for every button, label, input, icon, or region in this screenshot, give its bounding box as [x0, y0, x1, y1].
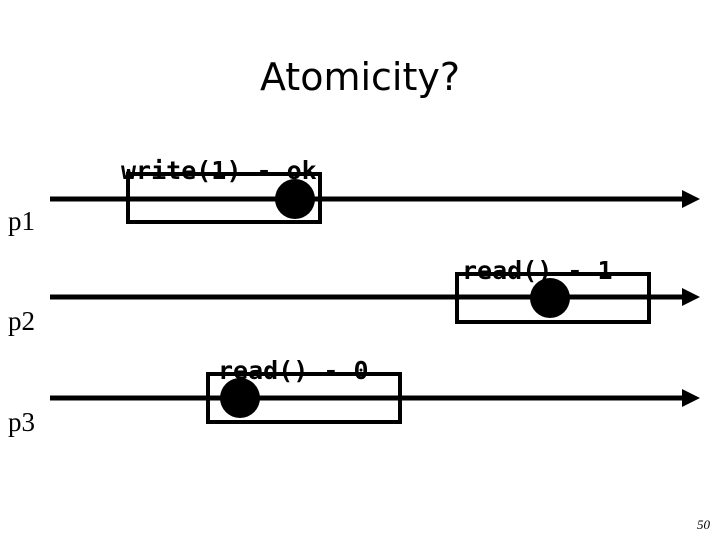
timeline-row-p2 [50, 272, 700, 324]
linearization-point-p2 [530, 278, 570, 318]
operation-interval-box-p2 [455, 272, 651, 324]
operation-label-p3: read() - 0 [218, 356, 369, 385]
timeline-axis-p2 [50, 294, 682, 300]
linearization-point-p1 [275, 179, 315, 219]
arrow-head-icon-p1 [682, 190, 700, 208]
operation-label-p1: write(1) - ok [121, 156, 317, 185]
page-number: 50 [697, 517, 710, 532]
arrow-head-icon-p2 [682, 288, 700, 306]
page-title: Atomicity? [259, 55, 461, 99]
process-label-p2: p2 [8, 306, 35, 336]
timeline-axis-p3 [50, 395, 682, 401]
timeline-axis-p1 [50, 196, 682, 202]
operation-interval-box-p3 [206, 372, 402, 424]
arrow-head-icon-p3 [682, 389, 700, 407]
process-label-p1: p1 [8, 206, 35, 236]
operation-label-p2: read() - 1 [462, 256, 613, 285]
operation-interval-box-p1 [126, 172, 322, 224]
linearization-point-p3 [220, 378, 260, 418]
timeline-row-p1 [50, 172, 700, 224]
process-label-p3: p3 [8, 407, 35, 437]
timeline-row-p3 [50, 372, 700, 424]
